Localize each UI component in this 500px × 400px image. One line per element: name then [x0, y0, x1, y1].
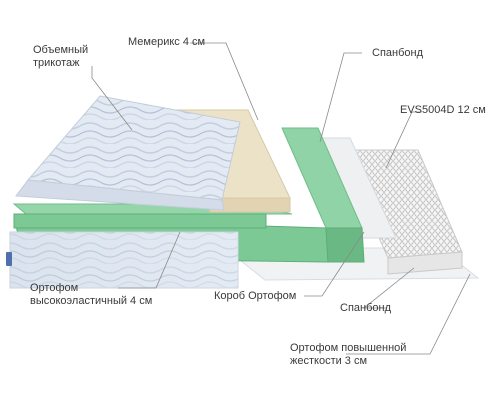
callout-ortofom-elastic — [118, 231, 181, 289]
callout-knit — [91, 66, 133, 131]
label-memorix: Мемерикс 4 см — [128, 36, 206, 48]
label-knit: Объемный трикотаж — [33, 44, 89, 69]
label-box: Короб Ортофом — [214, 290, 297, 302]
knit-bottom-block — [6, 231, 239, 289]
callout-springs — [385, 111, 422, 169]
label-ortofom-hard: Ортофом повышенной жесткости 3 см — [290, 342, 407, 367]
callout-box — [304, 231, 365, 297]
label-ortofom-elastic: Ортофом высокоэластичный 4 см — [30, 282, 153, 307]
callout-ortofom-hard — [346, 273, 471, 355]
knit-top-cover — [15, 95, 241, 211]
label-springs: EVS5004D 12 см — [400, 104, 486, 116]
callout-spunbond-bottom — [362, 267, 415, 309]
callout-memorix — [190, 42, 259, 121]
callout-lines — [91, 42, 471, 355]
callout-spunbond-top — [319, 52, 362, 143]
label-spunbond-bottom: Спанбонд — [340, 302, 392, 314]
label-spunbond-top: Спанбонд — [372, 47, 424, 59]
